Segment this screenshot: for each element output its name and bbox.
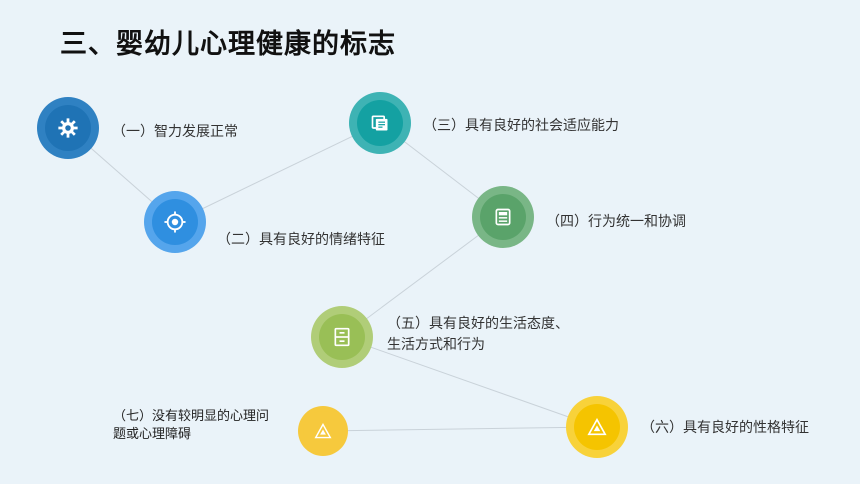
label-lifestyle-line2: 生活方式和行为 [387, 337, 485, 353]
label-behavior: （四）行为统一和协调 [546, 214, 686, 230]
page-title: 三、婴幼儿心理健康的标志 [60, 29, 396, 60]
label-personality: （六）具有良好的性格特征 [641, 420, 809, 436]
node-no-disorder [298, 406, 348, 456]
label-lifestyle-line1: （五）具有良好的生活态度、 [387, 316, 569, 332]
label-no-disorder: （七）没有较明显的心理问 题或心理障碍 [113, 408, 269, 444]
node-social [349, 92, 411, 154]
gear-icon [58, 118, 78, 138]
triangle-icon [314, 423, 332, 439]
node-personality [566, 396, 628, 458]
label-lifestyle: （五）具有良好的生活态度、 生活方式和行为 [387, 314, 569, 356]
node-lifestyle [311, 306, 373, 368]
label-intelligence: （一）智力发展正常 [112, 124, 238, 140]
connector-4-5 [341, 216, 504, 338]
connector-2-3 [174, 122, 381, 223]
node-behavior [472, 186, 534, 248]
label-emotion: （二）具有良好的情绪特征 [217, 232, 385, 248]
document-icon [495, 208, 511, 226]
connector-6-7 [322, 426, 598, 432]
label-no-disorder-line1: （七）没有较明显的心理问 [113, 409, 270, 424]
cards-icon [371, 115, 388, 131]
label-social: （三）具有良好的社会适应能力 [423, 118, 619, 134]
connector-5-6 [341, 336, 598, 428]
label-no-disorder-line2: 题或心理障碍 [113, 427, 192, 442]
eye-icon [164, 211, 186, 233]
triangle-icon [587, 418, 607, 436]
node-emotion [144, 191, 206, 253]
cabinet-icon [334, 327, 350, 347]
node-intelligence [37, 97, 99, 159]
